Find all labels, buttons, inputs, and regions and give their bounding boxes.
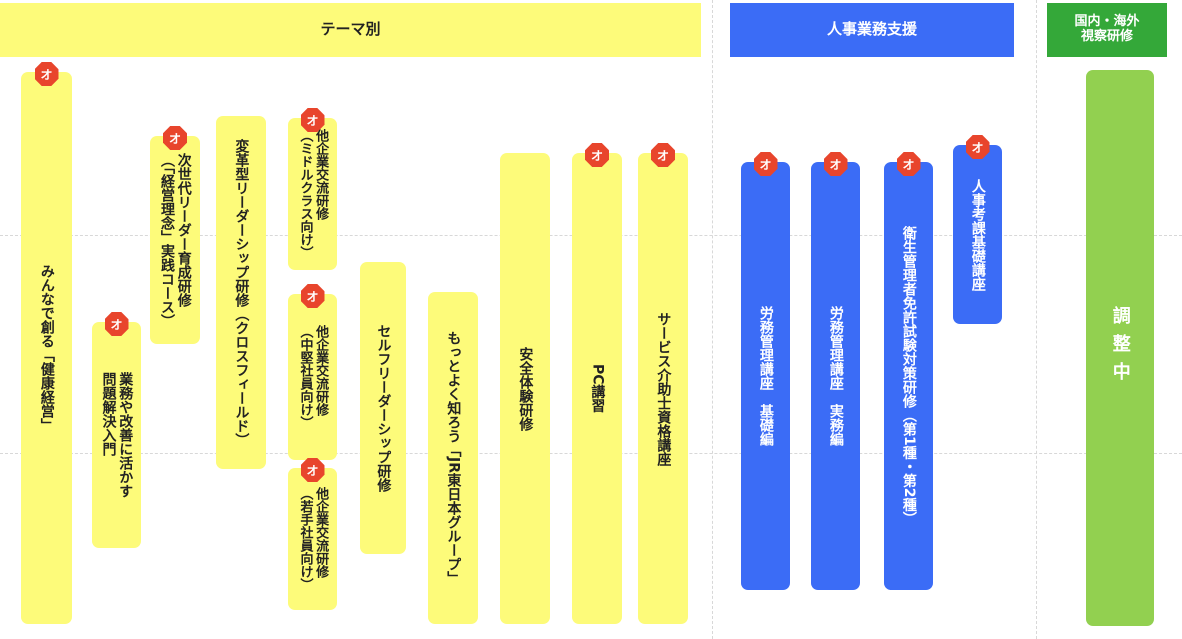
course-jr-east[interactable]: もっとよく知ろう「JR東日本グループ」 xyxy=(428,292,478,624)
course-service-kaijo[interactable]: オ サービス介助士資格講座 xyxy=(638,143,688,624)
badge-icon: オ xyxy=(300,284,325,308)
course-title: 衛生管理者免許試験対策研修（第1種・第2種） xyxy=(900,226,917,526)
section-divider xyxy=(1036,0,1037,639)
course-jisedai-leader[interactable]: オ 次世代リーダー育成研修 （「経営理念」実践コース） xyxy=(150,126,200,344)
course-gyomu-kaizen[interactable]: オ 業務や改善に活かす 問題解決入門 xyxy=(92,312,141,548)
course-roumu-jitsumu[interactable]: オ 労務管理講座 実務編 xyxy=(811,152,860,590)
course-title: 安全体験研修 xyxy=(517,346,534,431)
course-kenko-keiei[interactable]: オ みんなで創る「健康経営」 xyxy=(21,62,72,624)
badge-icon: オ xyxy=(753,152,778,176)
badge-icon: オ xyxy=(651,143,675,167)
course-jinji-koka[interactable]: オ 人事考課基礎講座 xyxy=(953,135,1002,324)
badge-icon: オ xyxy=(896,152,921,176)
badge-icon: オ xyxy=(300,458,325,482)
section-divider xyxy=(712,0,713,639)
badge-icon: オ xyxy=(104,312,129,336)
course-title: セルフリーダーシップ研修 xyxy=(375,324,392,492)
course-title: 次世代リーダー育成研修 （「経営理念」実践コース） xyxy=(159,152,192,328)
course-title: 変革型リーダーシップ研修（クロスフィールド） xyxy=(233,138,250,447)
hr-support-header: 人事業務支援 xyxy=(730,3,1014,57)
overseas-tour-header-line1: 国内・海外 xyxy=(1074,14,1140,30)
course-title: 業務や改善に活かす 問題解決入門 xyxy=(100,372,134,498)
course-title: 労務管理講座 基礎編 xyxy=(757,306,774,446)
course-anzen-taiken[interactable]: 安全体験研修 xyxy=(500,153,550,624)
course-title: 労務管理講座 実務編 xyxy=(827,306,844,446)
badge-icon: オ xyxy=(163,126,187,150)
course-title: 人事考課基礎講座 xyxy=(969,178,986,291)
course-tasha-chuken[interactable]: オ 他企業交流研修 （中堅社員向け） xyxy=(288,284,337,460)
course-title: サービス介助士資格講座 xyxy=(655,311,672,466)
course-title: 他企業交流研修 （中堅社員向け） xyxy=(297,325,329,429)
course-henkaku-leader[interactable]: 変革型リーダーシップ研修（クロスフィールド） xyxy=(216,116,266,469)
badge-icon: オ xyxy=(965,135,990,159)
course-title: 他企業交流研修 （ミドルクラス向け） xyxy=(297,129,329,259)
theme-header: テーマ別 xyxy=(0,3,701,57)
overseas-tour-header-line2: 視察研修 xyxy=(1080,29,1133,44)
badge-icon: オ xyxy=(585,143,609,167)
course-title: もっとよく知ろう「JR東日本グループ」 xyxy=(445,331,462,585)
overseas-tour-status[interactable]: 調整中 xyxy=(1086,70,1154,626)
overseas-tour-header: 国内・海外 視察研修 xyxy=(1047,3,1167,57)
course-roumu-kiso[interactable]: オ 労務管理講座 基礎編 xyxy=(741,152,790,590)
course-self-leader[interactable]: セルフリーダーシップ研修 xyxy=(360,262,406,554)
course-title: 他企業交流研修 （若手社員向け） xyxy=(297,487,329,591)
badge-icon: オ xyxy=(823,152,848,176)
course-pc-koshu[interactable]: オ PC講習 xyxy=(572,143,622,624)
course-tasha-middle[interactable]: オ 他企業交流研修 （ミドルクラス向け） xyxy=(288,108,337,270)
course-title: PC講習 xyxy=(589,364,606,413)
badge-icon: オ xyxy=(300,108,325,132)
badge-icon: オ xyxy=(34,62,59,86)
course-eisei-kanrisha[interactable]: オ 衛生管理者免許試験対策研修（第1種・第2種） xyxy=(884,152,933,590)
status-label: 調整中 xyxy=(1109,306,1131,390)
course-tasha-wakate[interactable]: オ 他企業交流研修 （若手社員向け） xyxy=(288,458,337,610)
course-title: みんなで創る「健康経営」 xyxy=(38,264,55,432)
